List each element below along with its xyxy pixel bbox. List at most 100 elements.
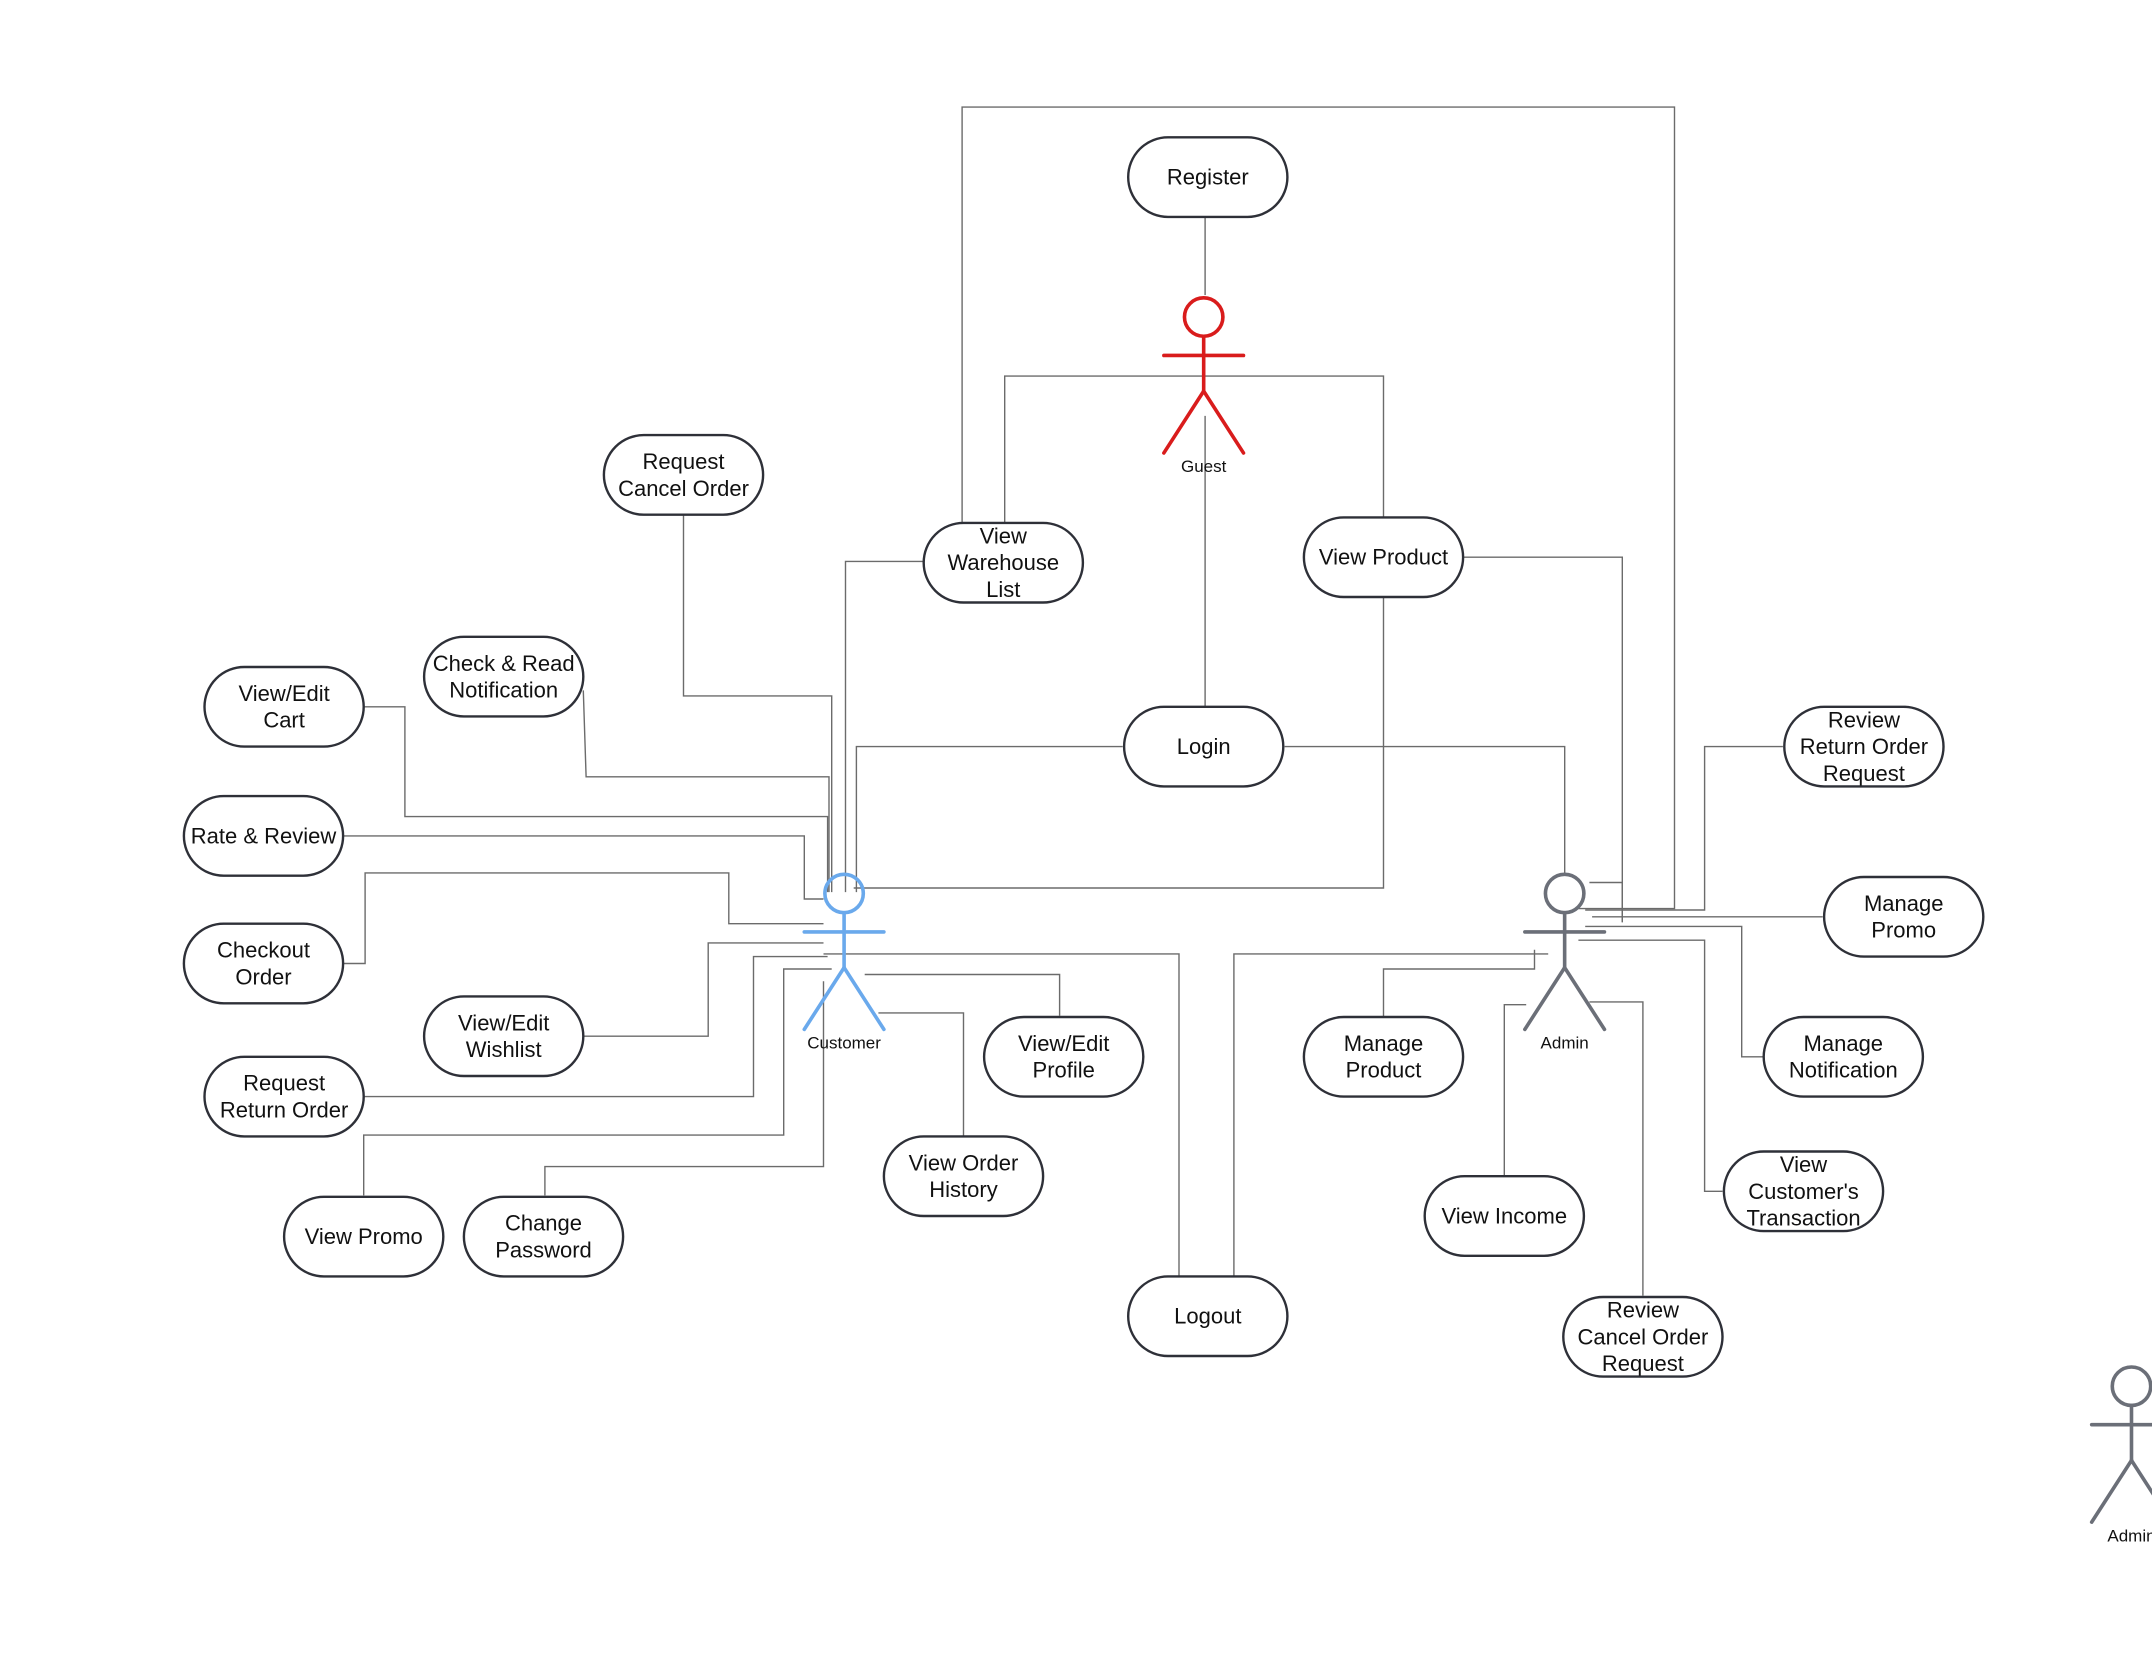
use-case-view-promo[interactable]: View Promo bbox=[282, 1195, 445, 1278]
association-line bbox=[544, 981, 825, 1196]
actor-left-leg bbox=[802, 965, 846, 1032]
association-line bbox=[1463, 556, 1624, 923]
use-case-oval bbox=[1126, 1275, 1289, 1358]
use-case-label: Return Order bbox=[220, 1098, 348, 1123]
association-line bbox=[682, 514, 833, 893]
use-case-label: Check & Read bbox=[433, 651, 575, 676]
use-case-logout[interactable]: Logout bbox=[1126, 1275, 1289, 1358]
actor-head bbox=[1543, 872, 1586, 915]
use-case-label: Notification bbox=[449, 678, 558, 703]
connector-lines bbox=[341, 106, 1823, 1296]
use-case-label: Cancel Order bbox=[618, 476, 749, 501]
use-case-label: Product bbox=[1346, 1058, 1422, 1083]
association-line bbox=[823, 953, 1180, 1277]
use-case-label: Profile bbox=[1033, 1058, 1095, 1083]
use-case-label: Customer's bbox=[1748, 1179, 1859, 1204]
use-case-view-income[interactable]: View Income bbox=[1423, 1174, 1586, 1257]
use-case-label: Request bbox=[243, 1071, 325, 1096]
actor-label: Customer bbox=[807, 1034, 881, 1053]
use-case-oval bbox=[1423, 1174, 1586, 1257]
use-case-oval bbox=[882, 1135, 1045, 1218]
actor-left-leg bbox=[1523, 965, 1567, 1032]
use-case-oval bbox=[1302, 516, 1465, 599]
use-case-label: Return Order bbox=[1800, 734, 1928, 759]
use-case-label: Register bbox=[1167, 165, 1249, 190]
use-case-oval bbox=[422, 635, 585, 718]
actor-label: Guest bbox=[1181, 457, 1227, 476]
use-case-label: History bbox=[929, 1177, 997, 1202]
association-line bbox=[583, 942, 824, 1037]
actor-right-leg bbox=[2129, 1458, 2152, 1496]
actor-guest[interactable]: Guest bbox=[1162, 296, 1246, 476]
actor-admin2[interactable]: Admin bbox=[2089, 1365, 2152, 1545]
actor-head bbox=[1182, 296, 1225, 339]
actor-customer[interactable]: Customer bbox=[802, 872, 886, 1053]
association-line bbox=[1503, 1004, 1527, 1177]
actor-right-leg bbox=[842, 965, 886, 1032]
use-case-oval bbox=[1562, 1295, 1724, 1378]
use-case-oval bbox=[602, 433, 765, 516]
association-line bbox=[1233, 953, 1549, 1277]
use-case-login[interactable]: Login bbox=[1122, 705, 1285, 788]
use-case-label: Notification bbox=[1789, 1058, 1898, 1083]
association-line bbox=[1004, 375, 1385, 523]
association-line bbox=[878, 1012, 965, 1137]
use-case-oval bbox=[1722, 1150, 1885, 1233]
use-case-register[interactable]: Register bbox=[1126, 136, 1289, 219]
association-line bbox=[1589, 881, 1624, 923]
use-case-label: Wishlist bbox=[466, 1037, 542, 1062]
use-case-oval bbox=[1783, 705, 1945, 788]
association-line bbox=[1589, 1001, 1644, 1296]
use-case-view-product[interactable]: View Product bbox=[1302, 516, 1465, 599]
association-line bbox=[362, 706, 829, 893]
use-case-label: View Income bbox=[1442, 1204, 1568, 1229]
use-case-label: Warehouse bbox=[947, 550, 1059, 575]
association-line bbox=[582, 690, 830, 893]
association-line bbox=[1578, 939, 1723, 1193]
use-case-oval bbox=[203, 665, 365, 748]
use-case-oval bbox=[1302, 1015, 1465, 1098]
use-case-rate-review[interactable]: Rate & Review bbox=[182, 794, 345, 877]
actor-left-leg bbox=[1162, 389, 1206, 455]
use-case-oval bbox=[203, 1055, 365, 1138]
use-case-label: Manage bbox=[1344, 1031, 1424, 1056]
association-line bbox=[362, 955, 828, 1098]
actor-admin[interactable]: Admin bbox=[1523, 872, 1607, 1053]
use-case-label: Cart bbox=[263, 708, 305, 733]
use-case-oval bbox=[182, 922, 345, 1005]
use-case-label: View/Edit bbox=[458, 1010, 549, 1035]
use-case-label: Review bbox=[1607, 1298, 1679, 1323]
use-case-oval bbox=[182, 794, 345, 877]
association-line bbox=[341, 835, 824, 900]
actor-right-leg bbox=[1201, 389, 1246, 455]
use-case-label: View bbox=[1780, 1152, 1827, 1177]
association-line bbox=[855, 745, 1123, 893]
association-line bbox=[1382, 949, 1536, 1017]
use-case-oval bbox=[1126, 136, 1289, 219]
use-case-label: View Order bbox=[909, 1150, 1019, 1175]
actor-left-leg bbox=[2089, 1458, 2134, 1524]
use-case-oval bbox=[282, 1195, 445, 1278]
actor-label: Admin bbox=[1541, 1034, 1589, 1053]
use-case-label: View bbox=[980, 524, 1027, 549]
use-case-label: Change bbox=[505, 1211, 582, 1236]
